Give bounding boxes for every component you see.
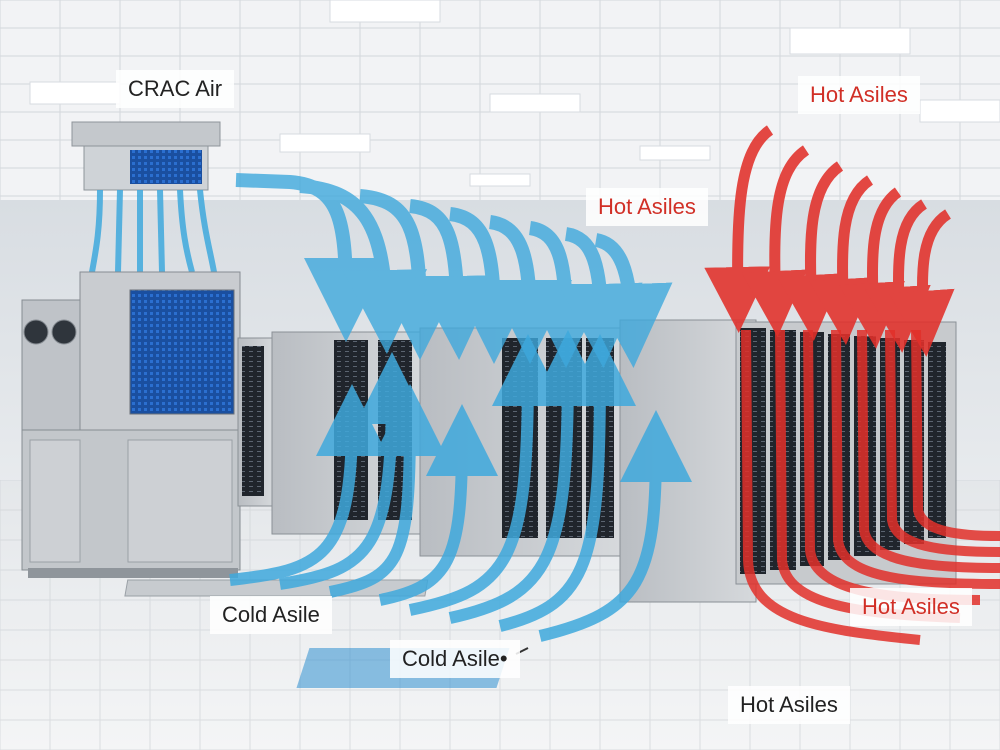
hot-aisle-label-mid: Hot Asiles (586, 188, 708, 226)
hot-aisle-overhead-arrows (704, 125, 955, 357)
hot-aisle-label-right: Hot Asiles (850, 588, 972, 626)
crac-ceiling-vent (71, 121, 221, 191)
hot-aisle-label-top: Hot Asiles (798, 76, 920, 114)
cold-aisle-label-left: Cold Asile (210, 596, 332, 634)
cool-air-overhead-arrows (235, 173, 673, 368)
fan-icon (51, 319, 77, 345)
crac-unit (21, 271, 241, 578)
hot-aisle-label-bottom: Hot Asiles (728, 686, 850, 724)
ceiling-lights (29, 0, 1000, 187)
cold-aisle-label-center: Cold Asile• (390, 640, 520, 678)
crac-supply-air-streams (89, 189, 217, 273)
rack-row-far-left (237, 337, 275, 507)
cold-aisle-rising-arrows (229, 330, 692, 642)
fan-icon (23, 319, 49, 345)
crac-air-label: CRAC Air (116, 70, 235, 108)
